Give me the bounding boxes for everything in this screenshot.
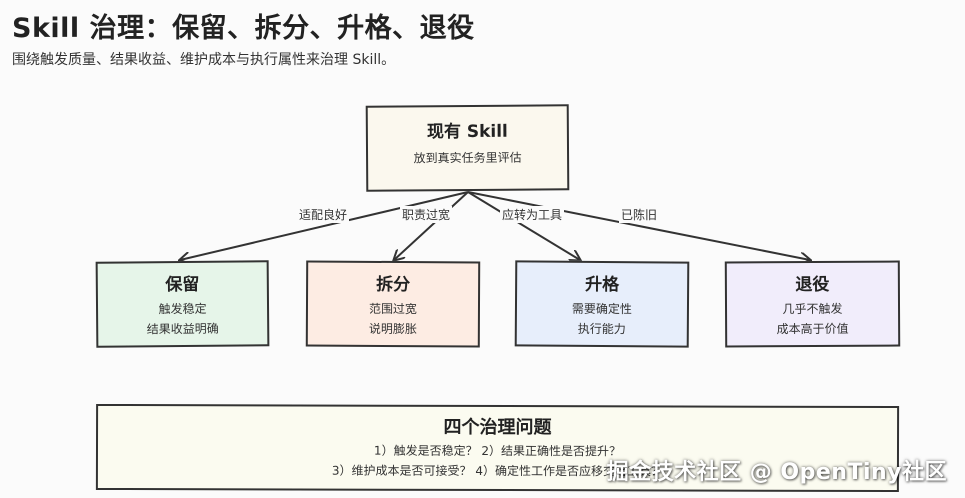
edge-label-retire: 已陈旧 xyxy=(619,206,660,223)
outcome-line: 触发稳定 xyxy=(158,301,207,317)
arrow-promote xyxy=(467,191,580,260)
outcome-line: 范围过宽 xyxy=(368,301,418,317)
page-title: Skill 治理：保留、拆分、升格、退役 xyxy=(12,13,475,44)
outcome-title: 保留 xyxy=(165,274,200,296)
arrow-retain xyxy=(180,191,469,260)
edge-label-promote: 应转为工具 xyxy=(500,206,565,223)
root-title: 现有 Skill xyxy=(426,121,508,143)
outcome-promote: 升格 需要确定性 执行能力 xyxy=(514,260,690,348)
outcome-split: 拆分 范围过宽 说明膨胀 xyxy=(305,260,481,348)
outcome-line: 说明膨胀 xyxy=(368,321,417,337)
outcome-title: 退役 xyxy=(795,274,830,296)
arrow-split xyxy=(394,191,469,260)
edge-label-split: 职责过宽 xyxy=(400,206,453,223)
outcome-title: 升格 xyxy=(585,274,620,296)
outcome-line: 需要确定性 xyxy=(571,301,633,317)
questions-title: 四个治理问题 xyxy=(443,416,552,439)
outcome-line: 成本高于价值 xyxy=(776,321,849,337)
outcome-retain: 保留 触发稳定 结果收益明确 xyxy=(95,260,270,348)
outcome-retire: 退役 几乎不触发 成本高于价值 xyxy=(724,260,901,348)
outcome-line: 几乎不触发 xyxy=(782,301,843,317)
watermark: 掘金技术社区 @ OpenTiny社区 xyxy=(606,460,947,485)
page-subtitle: 围绕触发质量、结果收益、维护成本与执行属性来治理 Skill。 xyxy=(12,52,396,68)
root-node: 现有 Skill 放到真实任务里评估 xyxy=(365,104,570,192)
arrow-retire xyxy=(467,191,810,260)
outcome-line: 结果收益明确 xyxy=(146,321,219,337)
root-desc: 放到真实任务里评估 xyxy=(413,150,522,166)
outcome-title: 拆分 xyxy=(376,274,411,296)
outcome-line: 执行能力 xyxy=(577,321,626,337)
edge-label-retain: 适配良好 xyxy=(297,206,350,223)
